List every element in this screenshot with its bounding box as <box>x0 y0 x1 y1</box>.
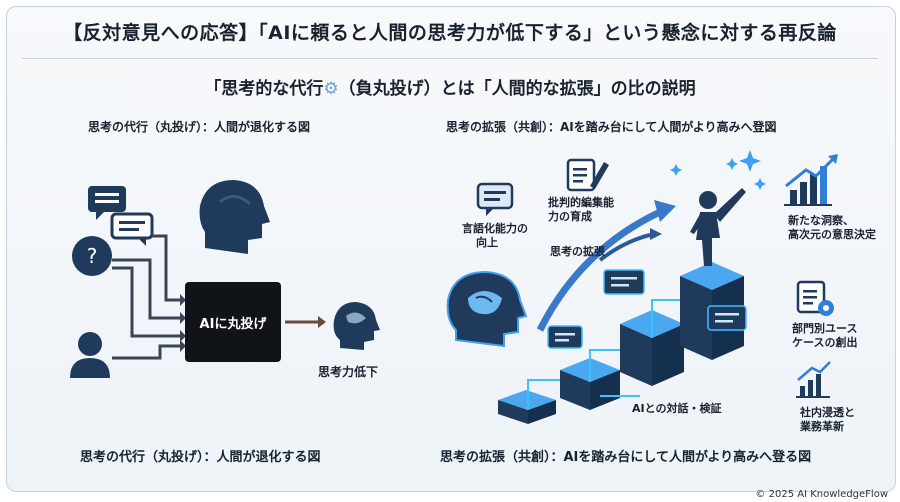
brain-head-icon <box>333 302 380 350</box>
person-icon <box>70 332 110 378</box>
growth-arrow-head <box>654 200 676 222</box>
critical-label: 批判的編集能 力の育成 <box>548 196 614 224</box>
usecase-label: 部門別ユース ケースの創出 <box>792 322 857 350</box>
chat-bubble-icon <box>88 186 126 220</box>
confused-person-icon: ? <box>72 236 112 276</box>
chat-bubble-icon <box>110 212 154 246</box>
chat-bubble-icon <box>707 305 747 331</box>
decline-arrow-head <box>318 316 326 328</box>
insight-label-line-1: 新たな洞察、 <box>788 214 854 227</box>
adoption-label-line-1: 社内浸透と <box>800 406 855 419</box>
language-label: 言語化能力の 向上 <box>462 222 528 250</box>
handshake-icon: ⚙ <box>323 79 339 99</box>
right-caption: 思考の拡張（共創）：AIを踏み台にして人間がより高みへ登る図 <box>440 450 812 465</box>
adoption-label: 社内浸透と 業務革新 <box>800 406 855 434</box>
language-label-line-1: 言語化能力の <box>462 222 528 235</box>
divider <box>22 58 878 59</box>
ai-delegation-box: AIに丸投げ <box>185 282 281 362</box>
insight-label: 新たな洞察、 高次元の意思決定 <box>788 214 876 242</box>
subtitle: 「思考的な代行⚙（負丸投げ）とは「人間的な拡張」の比の説明 <box>0 74 900 99</box>
svg-text:?: ? <box>87 244 98 268</box>
document-gear-icon <box>796 280 834 316</box>
chat-bubble-icon <box>603 269 645 295</box>
head-silhouette-icon <box>199 180 270 254</box>
circuit-lines <box>527 299 680 410</box>
brain-head-icon <box>446 270 528 348</box>
left-caption: 思考の代行（丸投げ）：人間が退化する図 <box>80 450 321 465</box>
pointing-person-icon <box>690 188 746 266</box>
growth-arrow <box>536 208 662 332</box>
expansion-label: 思考の拡張 <box>550 245 605 258</box>
subtitle-part-2: （負丸投げ）とは「人間的な拡張」の比の説明 <box>338 79 696 99</box>
arrow-heads <box>180 294 186 352</box>
ai-delegation-label: AIに丸投げ <box>199 316 267 332</box>
growth-chart-icon <box>784 154 838 206</box>
chat-bubble-icon <box>476 182 514 216</box>
adoption-label-line-2: 業務革新 <box>800 420 844 433</box>
insight-label-line-2: 高次元の意思決定 <box>788 228 876 241</box>
frame <box>6 6 896 492</box>
usecase-label-line-2: ケースの創出 <box>792 336 858 349</box>
copyright-footer: © 2025 AI KnowledgeFlow <box>755 489 888 500</box>
subtitle-part-1: 「思考的な代行 <box>204 79 324 99</box>
trend-chart-icon <box>796 361 831 398</box>
chat-bubble-icon <box>547 325 583 349</box>
right-heading: 思考の拡張（共創）：AIを踏み台にして人間がより高みへ登図 <box>446 120 777 134</box>
critical-label-line-1: 批判的編集能 <box>548 196 614 209</box>
edit-note-icon <box>566 158 609 192</box>
expansion-arrow-head <box>650 228 662 240</box>
usecase-label-line-1: 部門別ユース <box>792 322 858 335</box>
critical-label-line-2: 力の育成 <box>548 210 592 223</box>
dialogue-label: AIとの対話・検証 <box>632 402 722 415</box>
page-title: 【反対意見への応答】「AIに頼ると人間の思考力が低下する」という懸念に対する再反… <box>63 22 837 44</box>
sparkle-icon <box>670 150 766 190</box>
left-heading: 思考の代行（丸投げ）：人間が退化する図 <box>88 120 311 134</box>
language-label-line-2: 向上 <box>476 236 498 249</box>
flow-arrows <box>112 234 180 360</box>
expansion-arrow <box>598 232 655 262</box>
outcome-label: 思考力低下 <box>318 365 379 379</box>
